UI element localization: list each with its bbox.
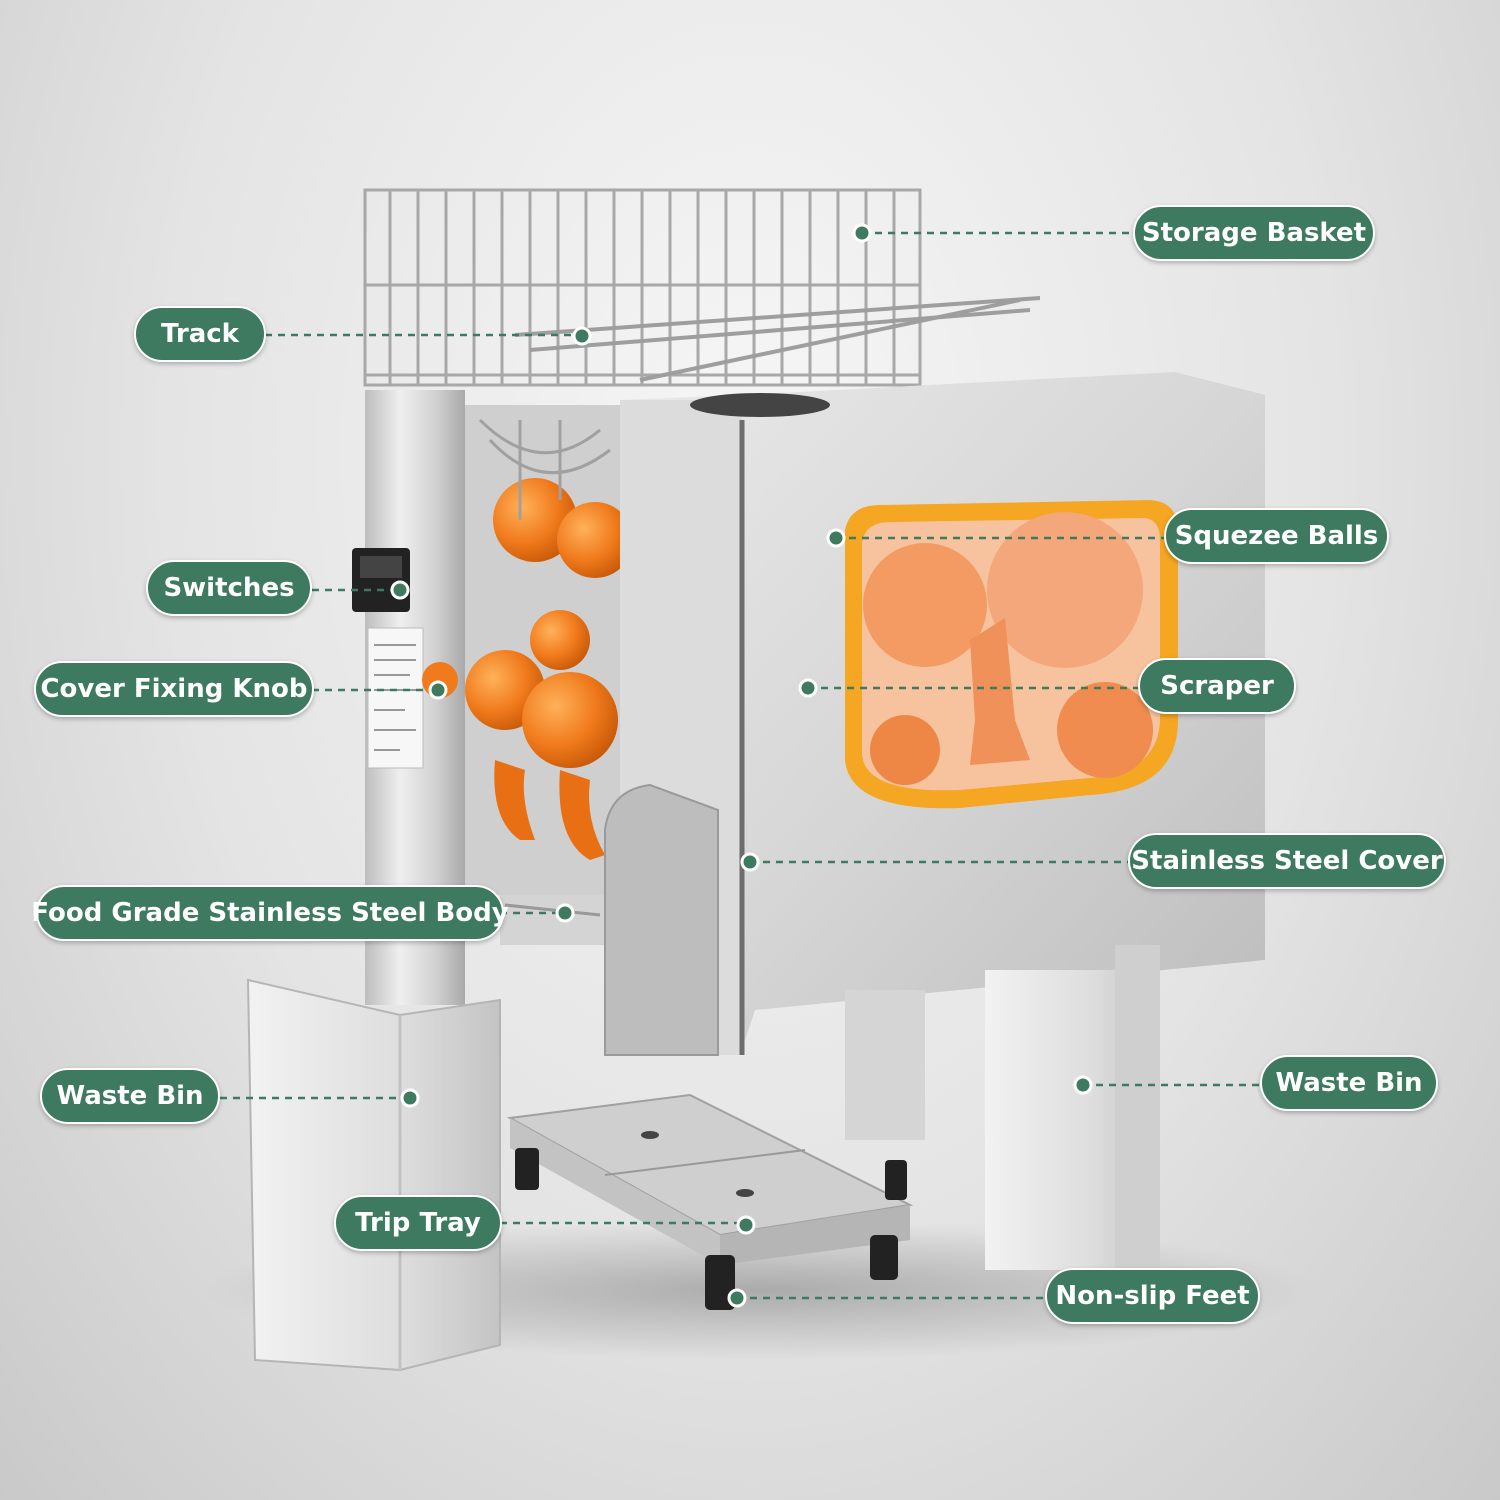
juice-spout [604, 783, 719, 1056]
label-waste-bin-left: Waste Bin [40, 1068, 220, 1124]
label-non-slip-feet: Non-slip Feet [1045, 1268, 1260, 1324]
track-graphic [514, 296, 1041, 382]
fruit-cage [478, 418, 611, 520]
storage-basket-graphic [363, 188, 922, 387]
label-cover-fixing-knob: Cover Fixing Knob [34, 661, 314, 717]
label-stainless-steel-cover: Stainless Steel Cover [1128, 833, 1446, 889]
squeeze-balls-graphic [465, 478, 633, 860]
label-switches: Switches [146, 560, 312, 616]
label-food-grade-body: Food Grade Stainless Steel Body [31, 885, 509, 941]
left-waste-bin-graphic [246, 978, 501, 1372]
label-squeeze-balls: Squezee Balls [1164, 508, 1389, 564]
leader-lines [220, 231, 1262, 1300]
body-base-ledge [500, 895, 610, 945]
label-track: Track [134, 306, 266, 362]
label-scraper: Scraper [1138, 658, 1296, 714]
drip-tray-graphic [506, 1093, 914, 1310]
body-leg [845, 990, 925, 1140]
anchor-dots [390, 223, 1093, 1308]
switch-toggle [360, 556, 402, 578]
spec-sticker [367, 627, 424, 769]
feed-hole [690, 393, 830, 417]
label-waste-bin-right: Waste Bin [1260, 1055, 1438, 1111]
label-storage-basket: Storage Basket [1133, 205, 1375, 261]
label-trip-tray: Trip Tray [334, 1195, 502, 1251]
scraper-graphic [970, 618, 1030, 765]
